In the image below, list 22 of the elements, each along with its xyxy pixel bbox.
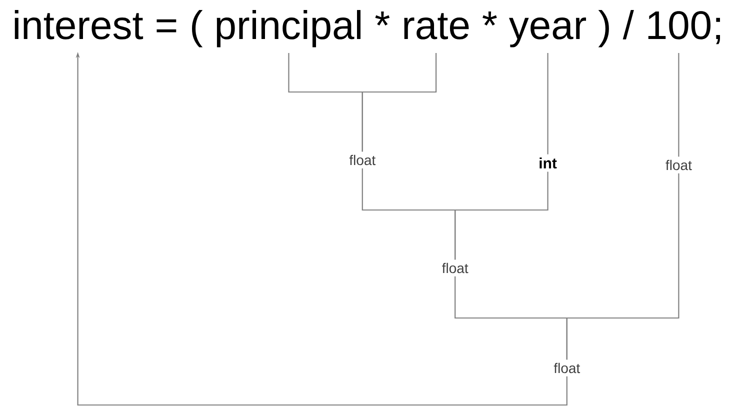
connector-line <box>362 53 437 152</box>
type-label: float <box>666 160 692 170</box>
code-token: rate <box>404 13 469 40</box>
type-label: float <box>554 362 580 374</box>
type-label: float <box>349 154 376 166</box>
connector-line <box>678 53 680 157</box>
code-operator: ; <box>716 18 720 44</box>
connector-line <box>454 172 548 260</box>
code-operator: * <box>482 12 497 26</box>
code-operator: ( <box>192 10 203 48</box>
code-operator: ) <box>598 10 609 48</box>
type-label: float <box>442 262 468 274</box>
code-token: year <box>508 17 586 48</box>
code-operator: = <box>156 19 176 32</box>
code-operator: / <box>622 10 634 40</box>
code-operator: * <box>375 12 390 26</box>
code-token: interest <box>14 10 144 40</box>
type-label: int <box>540 158 557 168</box>
code-token: principal <box>216 10 360 48</box>
connector-line <box>566 173 680 360</box>
connector-line <box>547 53 548 154</box>
code-token: 100 <box>648 11 710 40</box>
